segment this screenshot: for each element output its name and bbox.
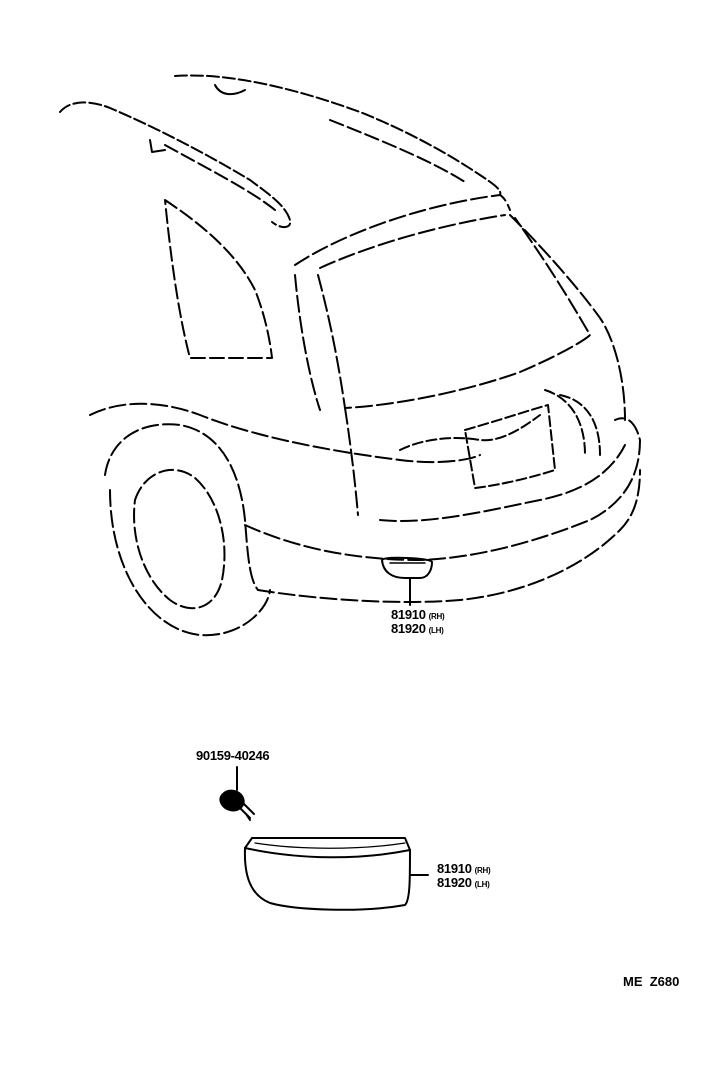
- hatch-lower: [344, 407, 359, 516]
- roof-rail-notch: [214, 84, 246, 96]
- screw-shank: [237, 801, 255, 821]
- reflector-body: [243, 847, 411, 911]
- tail-light-curve-2: [544, 389, 586, 456]
- part-number: 81920: [437, 875, 472, 890]
- reflector-on-vehicle: [381, 556, 433, 579]
- wheel-arch: [104, 423, 259, 591]
- roof-rail-upper: [174, 74, 502, 196]
- license-plate: [464, 404, 556, 489]
- body-belt-line: [89, 402, 481, 464]
- side-indicator: (RH): [428, 612, 445, 621]
- reflector-lip-inner: [254, 842, 406, 849]
- part-number: 81920: [391, 621, 426, 636]
- reflector-location: [381, 556, 433, 606]
- bumper-upper-edge: [379, 444, 626, 522]
- callout-detail-rh: 81910(RH): [437, 861, 491, 878]
- vehicle-outline: [59, 74, 641, 637]
- rear-wheel-inner: [133, 469, 226, 610]
- side-indicator: (LH): [474, 880, 490, 889]
- part-number: 81910: [391, 607, 426, 622]
- reflector-lip: [244, 837, 411, 851]
- roof-edge: [164, 144, 276, 211]
- part-number: 81910: [437, 861, 472, 876]
- callout-detail-lh: 81920(LH): [437, 875, 490, 892]
- rear-bumper: [244, 417, 641, 561]
- quarter-window: [164, 199, 273, 359]
- callout-screw: 90159-40246: [196, 748, 270, 763]
- side-indicator: (LH): [428, 626, 444, 635]
- rear-wheel-outer: [109, 489, 271, 637]
- callout-top-rh: 81910(RH): [391, 607, 445, 624]
- rear-window: [317, 217, 591, 409]
- reflector-detail: [243, 837, 429, 911]
- hatch-side-left: [294, 274, 321, 411]
- screw-part: [219, 766, 255, 821]
- hatch-side-right: [509, 214, 626, 421]
- rear-bumper-lower: [257, 469, 641, 603]
- roof-rail-clip: [149, 139, 166, 153]
- roof-rail: [59, 101, 292, 228]
- tail-light-curve: [559, 394, 601, 456]
- roof-rear-edge: [329, 119, 466, 183]
- side-indicator: (RH): [474, 866, 491, 875]
- hatch-top-inner: [319, 214, 506, 269]
- reflector-top-edge: [244, 847, 411, 859]
- illustration-code: ME Z680: [623, 974, 680, 989]
- hatch-top: [294, 194, 511, 266]
- license-recess: [399, 414, 541, 451]
- part-number: 90159-40246: [196, 748, 270, 763]
- callout-top-lh: 81920(LH): [391, 621, 444, 638]
